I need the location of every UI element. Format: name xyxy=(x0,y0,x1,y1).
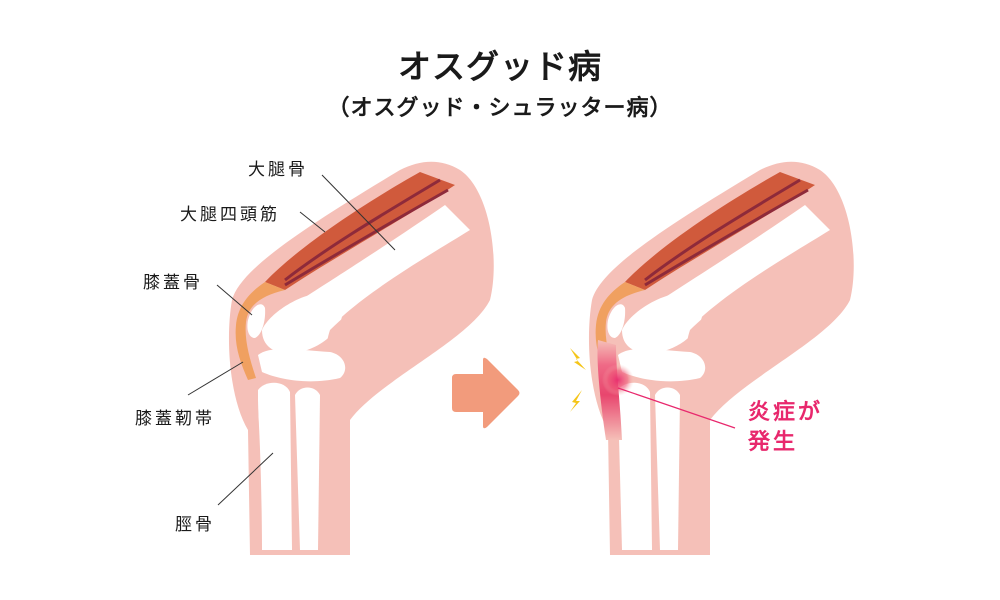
lightning-icon xyxy=(570,348,586,370)
knee-left xyxy=(228,161,494,555)
right-arrow-icon xyxy=(452,357,520,429)
inflammation-line1: 炎症が xyxy=(748,400,824,425)
inflammation-line2: 発生 xyxy=(748,430,799,455)
page-title: オスグッド病 xyxy=(398,47,602,86)
label-quadriceps: 大腿四頭筋 xyxy=(180,205,280,225)
label-tibia: 脛骨 xyxy=(175,515,215,535)
page-subtitle: （オスグッド・シュラッター病） xyxy=(327,96,673,121)
knee-right xyxy=(588,161,854,555)
label-patellar-ligament: 膝蓋靭帯 xyxy=(135,409,215,429)
lightning-icon xyxy=(570,390,582,412)
label-femur: 大腿骨 xyxy=(248,160,308,180)
inflammation-leader-line xyxy=(617,387,736,429)
inflammation-annotation: 炎症が 発生 xyxy=(748,398,823,458)
label-patella: 膝蓋骨 xyxy=(143,273,203,293)
leader-lines xyxy=(187,174,396,506)
